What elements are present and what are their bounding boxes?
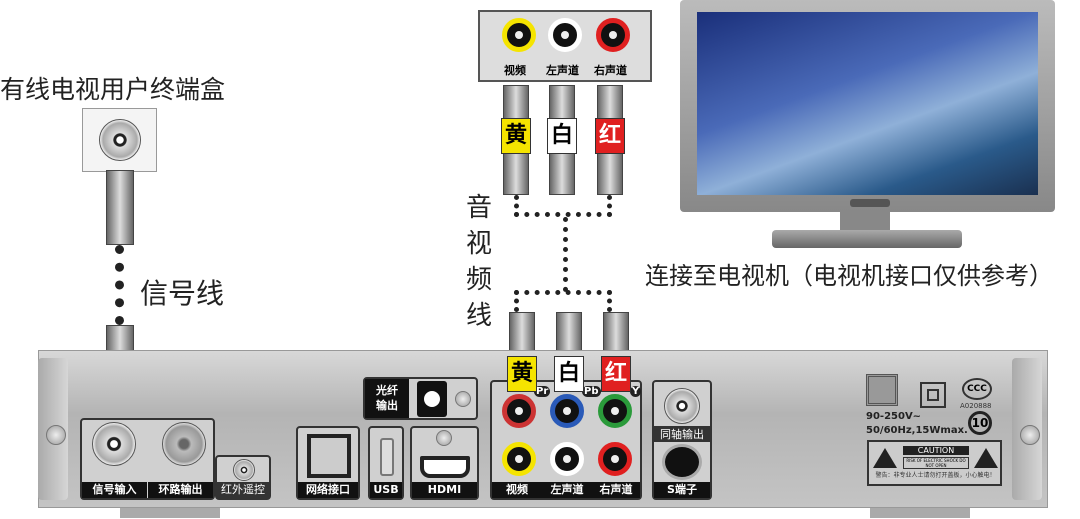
power-rating: 90-250V~ 50/60Hz,15Wmax. xyxy=(866,411,968,436)
signal-cable-plug-top xyxy=(106,170,134,245)
double-insulation-icon xyxy=(920,382,946,408)
tv-screen xyxy=(697,12,1038,195)
warning-text: 警告：非专业人士请勿打开盖板，小心触电！ xyxy=(875,472,996,479)
usb-port-group: USB xyxy=(368,426,404,500)
foot-left xyxy=(120,506,220,518)
plug-tag-white-top: 白 xyxy=(547,118,577,154)
tv-base xyxy=(772,230,962,248)
video-port[interactable] xyxy=(502,442,536,476)
screw-icon xyxy=(1020,425,1040,445)
s-video-port[interactable] xyxy=(662,444,702,480)
pr-label: Pr xyxy=(534,386,551,397)
hdmi-port-group: HDMI xyxy=(410,426,479,500)
tv-video-jack xyxy=(502,18,536,52)
optical-label: 光纤 输出 xyxy=(365,379,409,418)
pb-port[interactable] xyxy=(550,394,584,428)
network-port[interactable] xyxy=(307,434,351,478)
plug-tag-yellow-top: 黄 xyxy=(501,118,531,154)
ir-port[interactable] xyxy=(233,459,255,481)
hdmi-port[interactable] xyxy=(420,456,470,478)
pb-label: Pb xyxy=(582,386,601,397)
plug-tag-yellow-bottom: 黄 xyxy=(507,356,537,392)
screw-icon xyxy=(46,425,66,445)
right-audio-port[interactable] xyxy=(598,442,632,476)
plug-tag-red-bottom: 红 xyxy=(601,356,631,392)
ccc-cert-icon: CCC xyxy=(962,378,992,400)
av-output-group: Pr Pb Y 视频 左声道 右声道 xyxy=(490,380,642,500)
tv-av-panel: 视频 左声道 右声道 xyxy=(478,10,652,82)
pr-port[interactable] xyxy=(502,394,536,428)
s-video-label: S端子 xyxy=(654,482,710,498)
tv-right-label: 右声道 xyxy=(594,64,627,77)
power-switch-icon xyxy=(866,374,898,406)
wall-box xyxy=(82,108,157,172)
rf-port-group: 信号输入 环路输出 xyxy=(80,418,215,500)
foot-right xyxy=(870,506,970,518)
cert-code: A020888 xyxy=(960,402,992,410)
network-port-group: 网络接口 xyxy=(296,426,360,500)
optical-port[interactable] xyxy=(417,381,447,417)
hdmi-label: HDMI xyxy=(412,482,477,498)
tv-label: 连接至电视机（电视机接口仅供参考） xyxy=(645,262,1053,290)
caution-title: CAUTION xyxy=(903,446,969,455)
shock-warning-icon xyxy=(873,448,897,468)
signal-in-label: 信号输入 xyxy=(82,482,147,498)
av-cable-top xyxy=(514,195,612,217)
optical-port-group: 光纤 输出 xyxy=(363,377,478,420)
loop-out-port[interactable] xyxy=(162,422,206,466)
plug-tag-red-top: 红 xyxy=(595,118,625,154)
caution-subtitle: RISK OF ELECTRIC SHOCK DO NOT OPEN xyxy=(903,457,969,469)
coaxial-label: 同轴输出 xyxy=(654,426,710,442)
plug-tag-white-bottom: 白 xyxy=(554,356,584,392)
signal-in-port[interactable] xyxy=(92,422,136,466)
loop-out-label: 环路输出 xyxy=(148,482,213,498)
tv xyxy=(680,0,1055,212)
coaxial-port[interactable] xyxy=(664,388,700,424)
usb-port[interactable] xyxy=(380,438,394,476)
wall-box-coax-port xyxy=(99,119,141,161)
tv-left-jack xyxy=(548,18,582,52)
y-port[interactable] xyxy=(598,394,632,428)
av-cable-middle xyxy=(563,217,568,292)
left-audio-port[interactable] xyxy=(550,442,584,476)
eco-10-icon: 10 xyxy=(968,411,992,435)
signal-cable-label: 信号线 xyxy=(140,277,225,310)
signal-cable xyxy=(115,245,124,325)
exclamation-warning-icon xyxy=(974,448,998,468)
caution-label: CAUTION RISK OF ELECTRIC SHOCK DO NOT OP… xyxy=(867,440,1002,486)
wall-box-label: 有线电视用户终端盒 xyxy=(0,75,226,104)
tv-stand xyxy=(840,212,890,232)
right-audio-label: 右声道 xyxy=(592,482,640,498)
av-cable-label: 音视频线 xyxy=(466,193,493,331)
usb-label: USB xyxy=(370,482,402,498)
tv-video-label: 视频 xyxy=(504,64,526,77)
ir-port-group: 红外遥控 xyxy=(215,455,271,500)
ir-label: 红外遥控 xyxy=(217,482,269,498)
tv-logo xyxy=(850,199,890,207)
network-label: 网络接口 xyxy=(298,482,358,498)
tv-left-label: 左声道 xyxy=(546,64,579,77)
tv-right-jack xyxy=(596,18,630,52)
av-cable-bottom xyxy=(514,290,612,312)
left-audio-label: 左声道 xyxy=(542,482,592,498)
video-label: 视频 xyxy=(492,482,542,498)
y-label: Y xyxy=(630,386,642,397)
coax-svideo-group: 同轴输出 S端子 xyxy=(652,380,712,500)
screw-icon xyxy=(455,391,471,407)
screw-icon xyxy=(436,430,452,446)
